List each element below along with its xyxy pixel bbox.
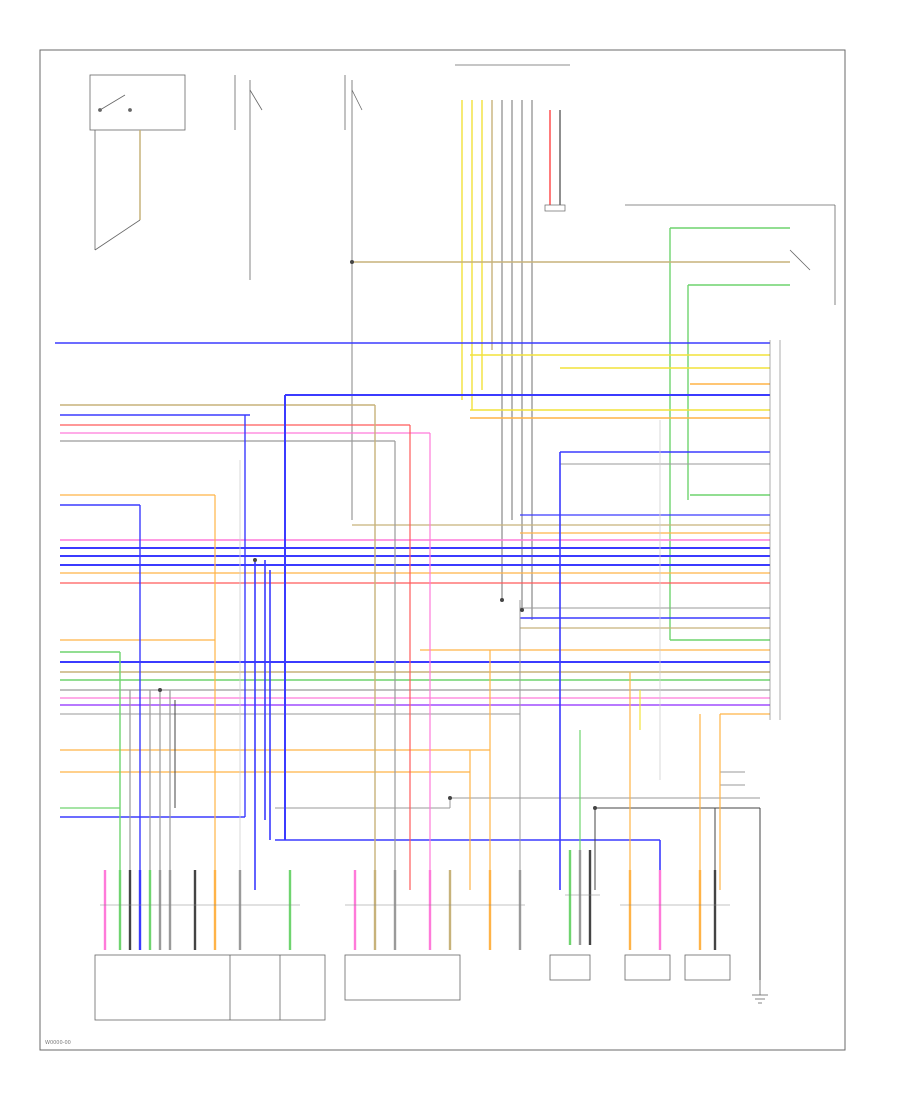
- unit-relay-box: [344, 954, 461, 1001]
- combination-switch-box: [94, 954, 326, 1021]
- diagram-border: [39, 49, 846, 1051]
- bottom-components: [94, 954, 768, 1021]
- right-upper-module: [625, 204, 836, 305]
- top-switch-block-2: [234, 75, 363, 520]
- splice-points: [158, 260, 597, 810]
- footer-code: W0000-00: [45, 1040, 71, 1046]
- vertical-harness-lines: [119, 395, 761, 980]
- right-upper-wires: [352, 227, 790, 640]
- sensor-module-1: [549, 954, 591, 981]
- top-switch-block-1: [89, 74, 186, 251]
- connector-pin-stacks: [103, 850, 717, 950]
- horizontal-harness-lines: [55, 342, 770, 841]
- sensor-module-2: [624, 954, 671, 981]
- right-terminal-strip: [769, 340, 781, 720]
- sensor-module-3: [684, 954, 731, 981]
- connector-dividers: [100, 894, 730, 906]
